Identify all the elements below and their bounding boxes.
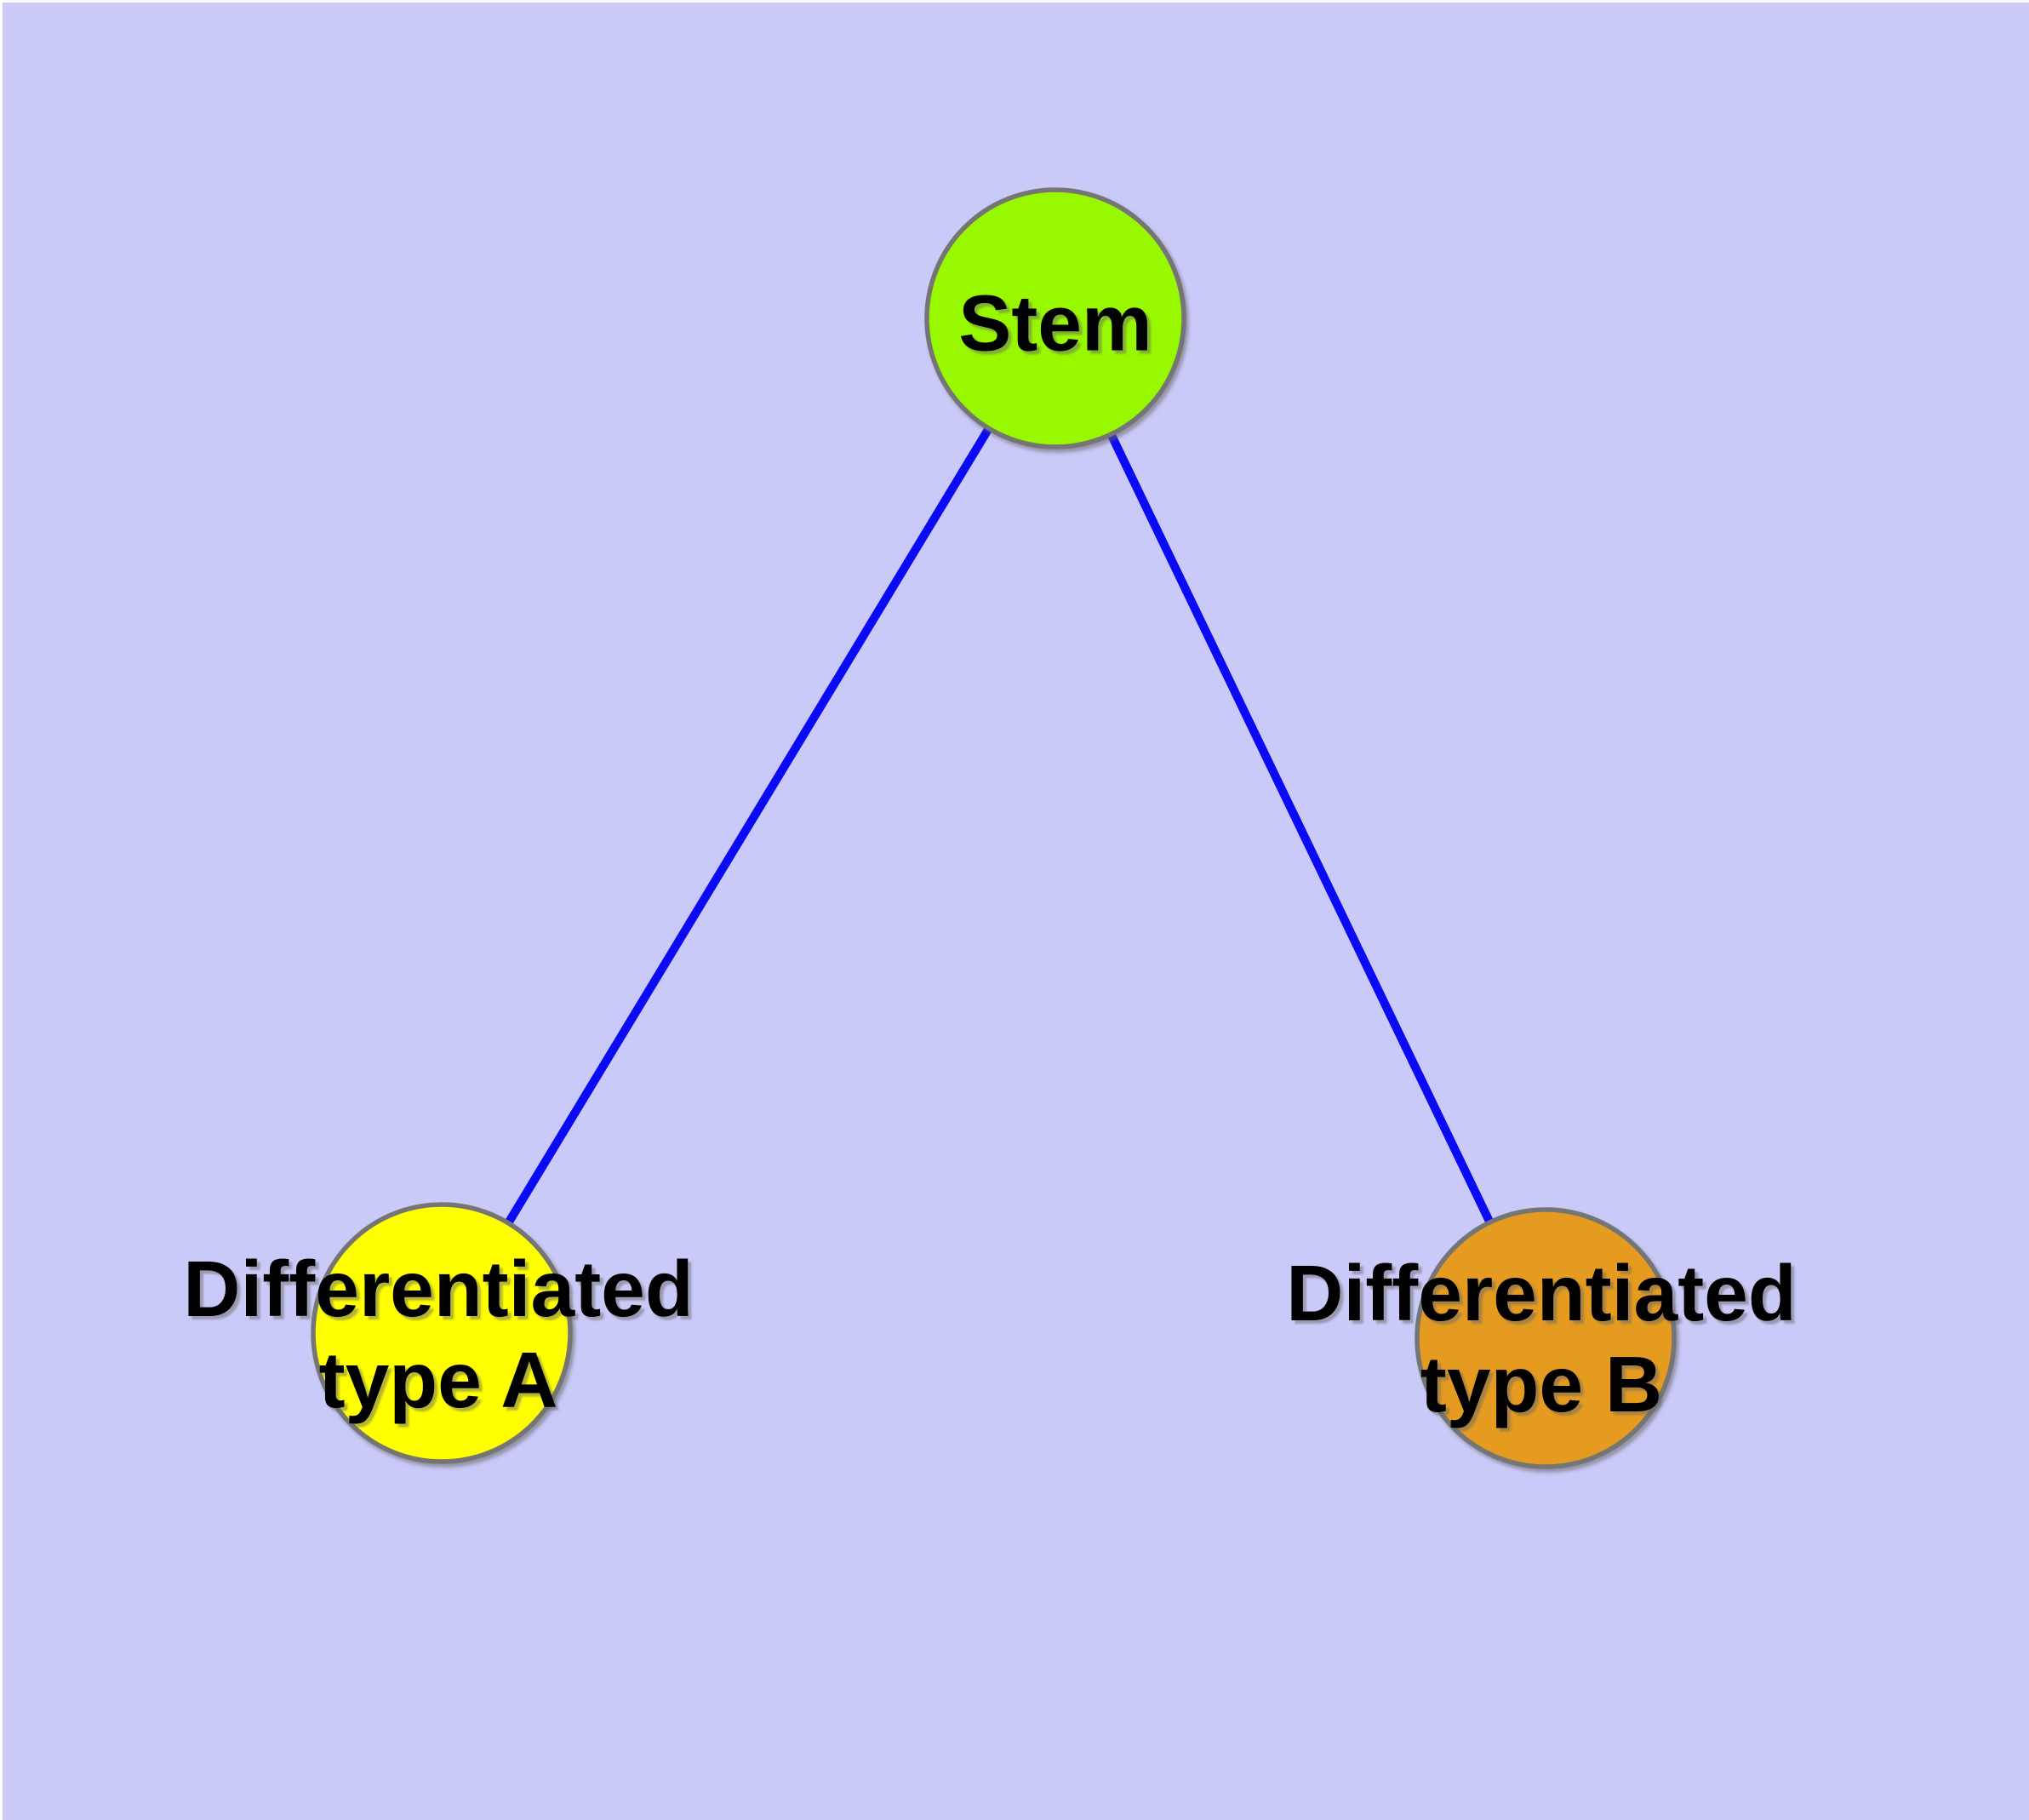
diagram-canvas: Stem Differentiated type A Differentiate…	[3, 3, 2029, 1820]
node-type-a-label-line2: type A	[318, 1336, 558, 1424]
node-type-b-label: Differentiated type B	[1286, 1248, 1796, 1430]
graph-svg	[3, 3, 2029, 1820]
node-stem-label: Stem	[958, 278, 1152, 369]
node-type-a-label-line1: Differentiated	[183, 1245, 694, 1333]
node-type-b-label-line2: type B	[1420, 1340, 1663, 1428]
node-stem-circle	[924, 187, 1186, 449]
node-stem-label-line: Stem	[958, 278, 1152, 368]
edge-stem-to-type-b	[1051, 316, 1550, 1341]
edge-stem-to-type-a	[437, 316, 1060, 1336]
node-type-b-circle	[1415, 1207, 1677, 1469]
node-type-a-label: Differentiated type A	[183, 1244, 693, 1426]
node-type-b-label-line1: Differentiated	[1286, 1249, 1797, 1337]
node-type-a-circle	[311, 1202, 573, 1464]
